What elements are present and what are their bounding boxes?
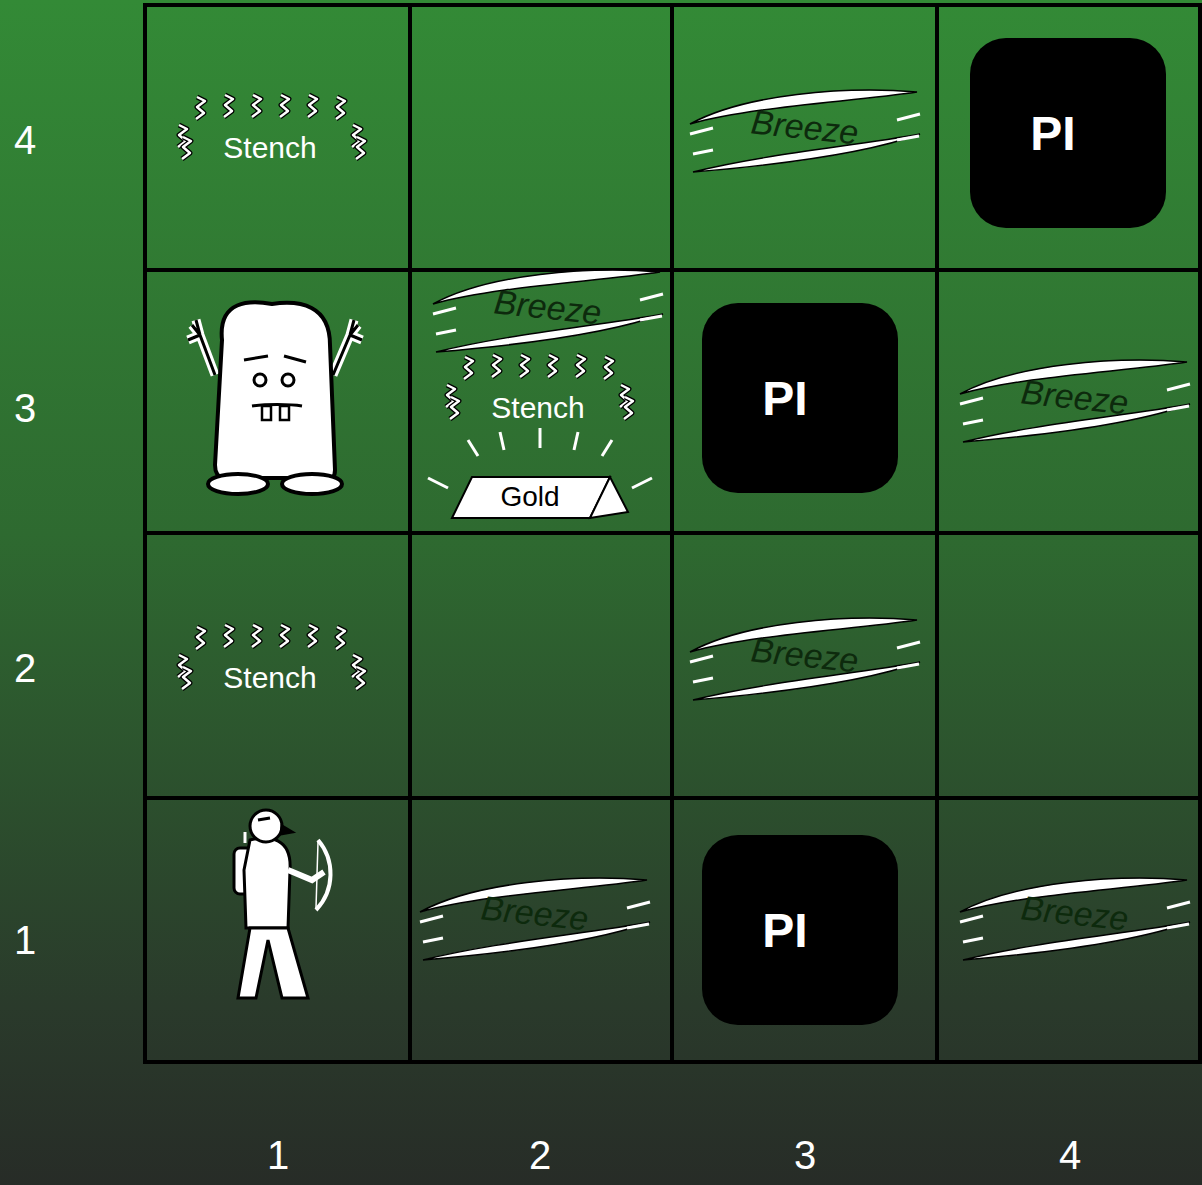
axis-number: 1	[14, 920, 36, 960]
axis-number: 4	[14, 120, 36, 160]
axis-number: 3	[14, 388, 36, 428]
axis-number: 1	[267, 1135, 289, 1175]
pit-label: PI	[1030, 106, 1105, 161]
breeze-label: Breeze	[750, 632, 861, 677]
agent-figure	[234, 810, 331, 998]
stench-label: Stench	[491, 393, 584, 423]
breeze-symbol	[960, 360, 1190, 442]
grid	[145, 5, 1200, 1062]
gold-bar: Gold	[450, 474, 630, 520]
breeze-label: Breeze	[1020, 890, 1131, 935]
axis-number: 2	[14, 648, 36, 688]
breeze-symbol	[690, 618, 920, 700]
stench-label: Stench	[223, 663, 316, 693]
pit-label: PI	[762, 903, 837, 958]
gold-label: Gold	[500, 481, 579, 513]
pit-box: PI	[970, 38, 1166, 228]
axis-number: 2	[529, 1135, 551, 1175]
breeze-symbol	[690, 90, 920, 172]
wumpus-figure	[188, 302, 362, 494]
pit-label: PI	[762, 371, 837, 426]
breeze-symbol	[433, 270, 663, 352]
breeze-label: Breeze	[480, 890, 591, 935]
axis-number: 4	[1059, 1135, 1081, 1175]
axis-number: 3	[794, 1135, 816, 1175]
breeze-symbol	[960, 878, 1190, 960]
breeze-label: Breeze	[493, 284, 604, 329]
pit-box: PI	[702, 303, 898, 493]
pit-box: PI	[702, 835, 898, 1025]
stench-label: Stench	[223, 133, 316, 163]
breeze-label: Breeze	[750, 104, 861, 149]
breeze-symbol	[420, 878, 650, 960]
breeze-label: Breeze	[1020, 374, 1131, 419]
